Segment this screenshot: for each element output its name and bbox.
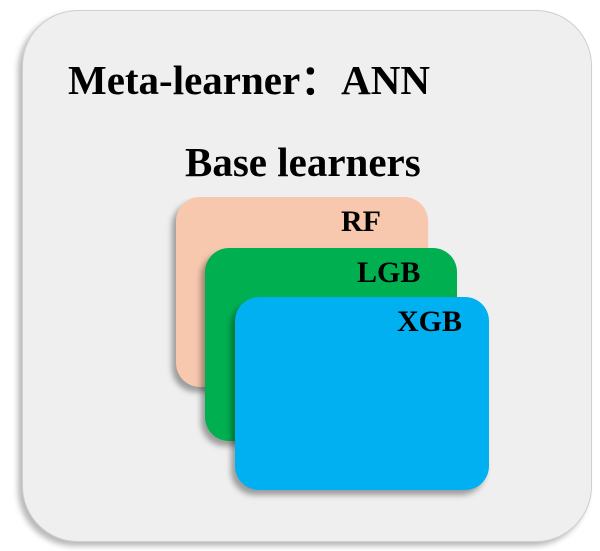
base-learner-label-lgb: LGB — [357, 256, 421, 289]
base-learner-label-xgb: XGB — [397, 305, 463, 338]
base-learner-label-rf: RF — [341, 205, 381, 238]
meta-learner-title: Meta-learner：ANN — [68, 57, 431, 103]
base-learner-card-xgb: XGB — [235, 297, 489, 490]
base-learners-title: Base learners — [185, 139, 421, 185]
